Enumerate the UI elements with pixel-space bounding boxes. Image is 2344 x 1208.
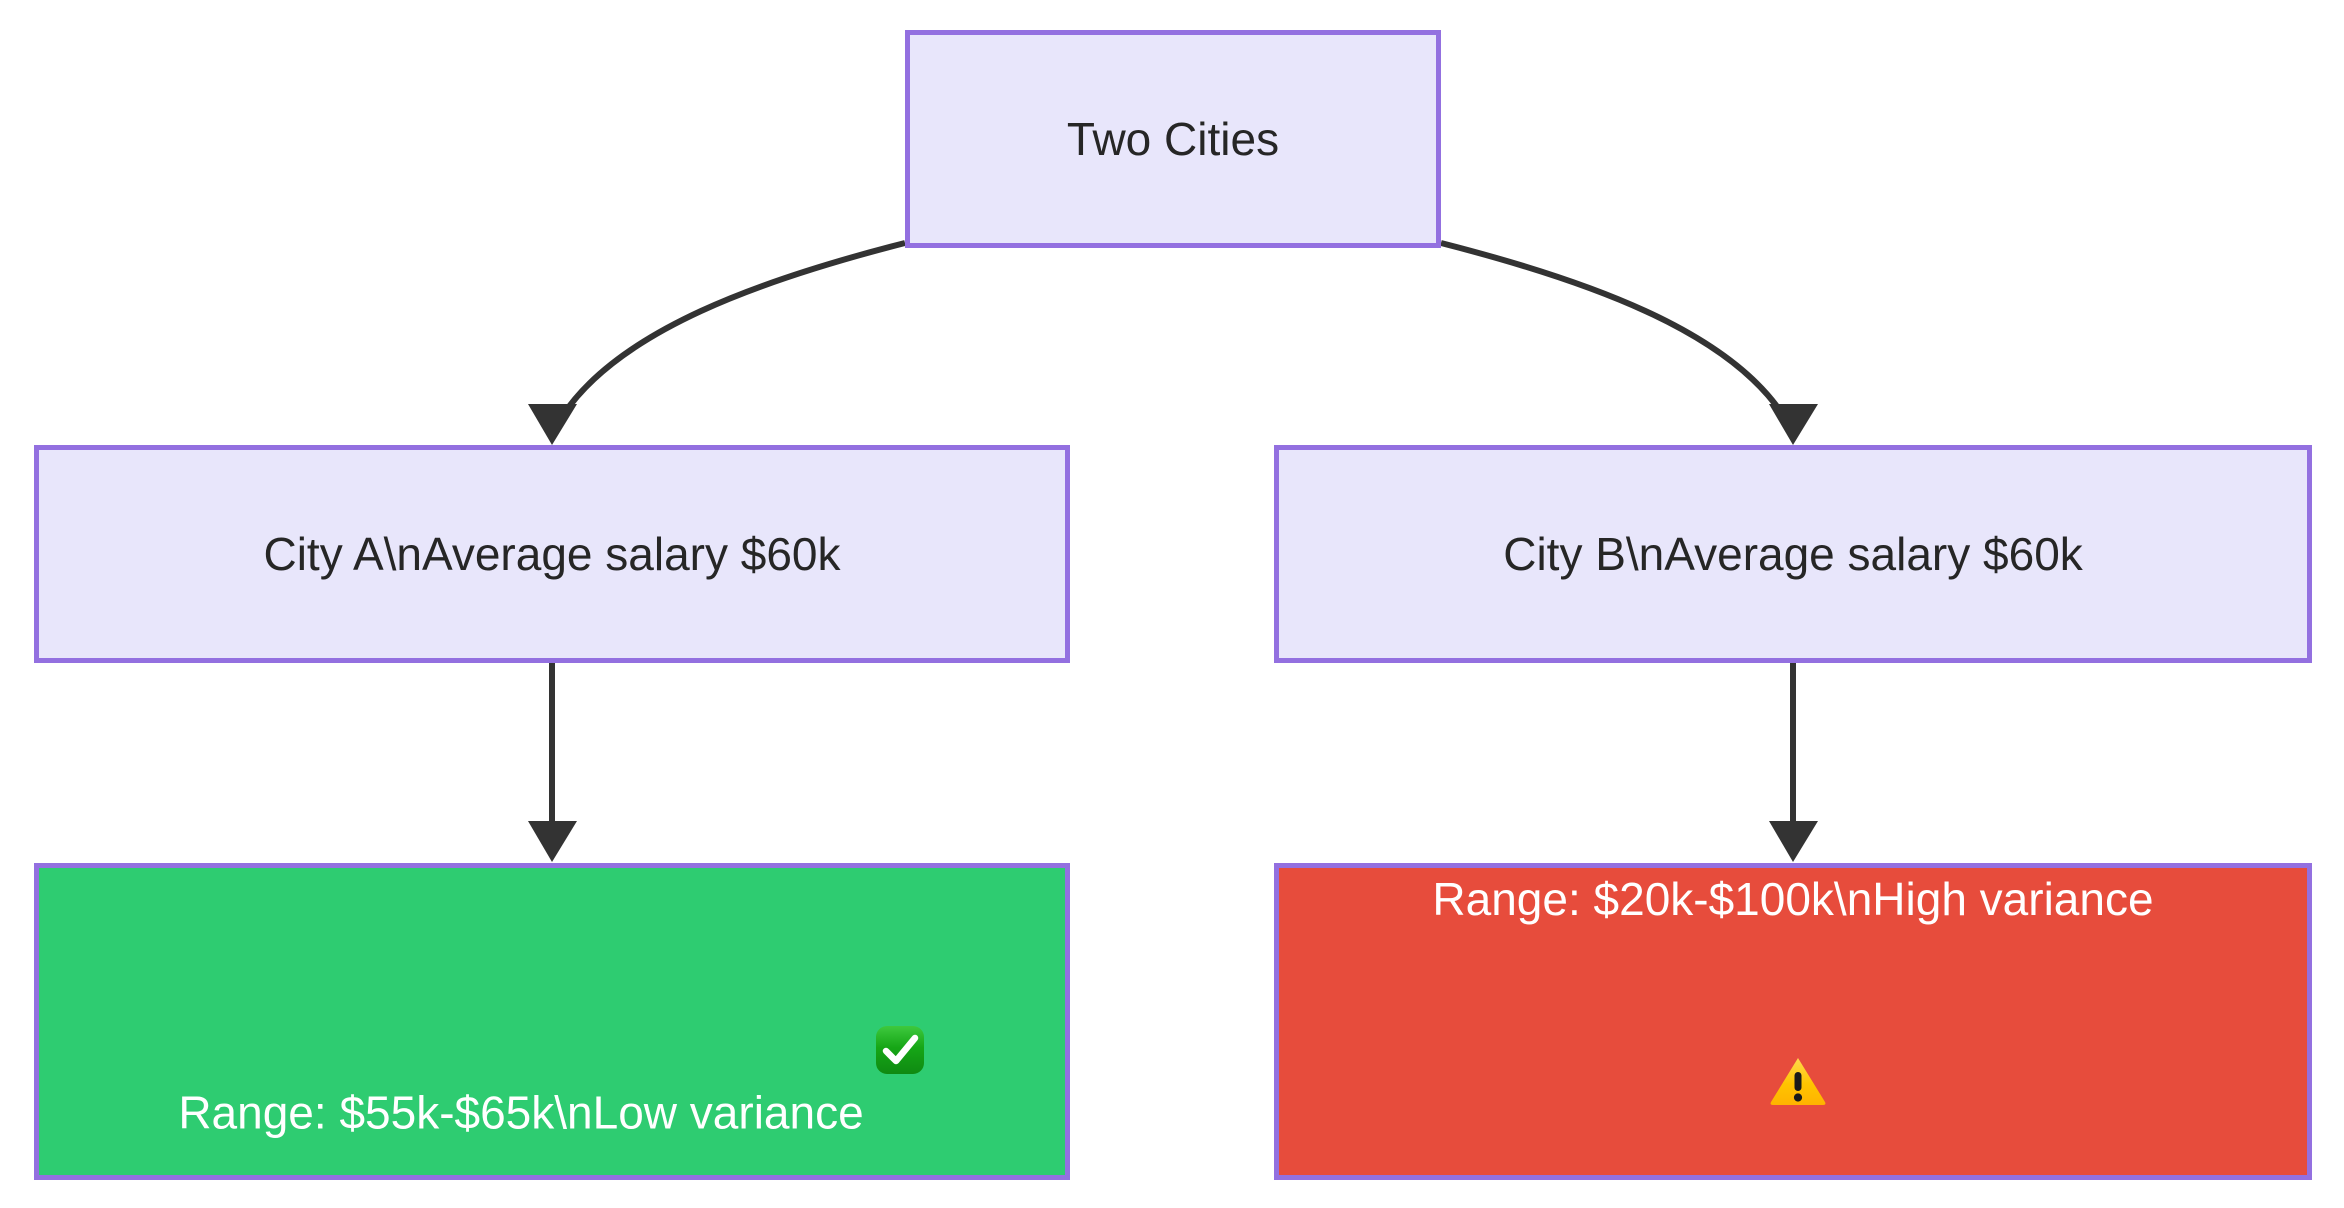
node-city-a-label: City A\nAverage salary $60k — [263, 527, 841, 580]
node-range-low-variance[interactable]: Range: $55k-$65k\nLow variance — [34, 863, 1070, 1180]
node-range-high-variance[interactable]: Range: $20k-$100k\nHigh variance — [1274, 863, 2312, 1180]
node-two-cities[interactable]: Two Cities — [905, 30, 1441, 248]
edge-city-b-to-range-b — [1769, 663, 1818, 862]
node-city-b-label: City B\nAverage salary $60k — [1503, 527, 2083, 580]
node-range-high-variance-label: Range: $20k-$100k\nHigh variance — [1399, 868, 2187, 1174]
edge-root-to-city-a — [528, 240, 906, 445]
edge-city-a-to-range-a — [528, 663, 577, 862]
node-range-low-variance-label: Range: $55k-$65k\nLow variance — [164, 899, 939, 1143]
warning-icon — [1769, 930, 1827, 1105]
edge-root-to-city-b — [1440, 240, 1818, 445]
node-city-b[interactable]: City B\nAverage salary $60k — [1274, 445, 2312, 663]
node-range-low-variance-text: Range: $55k-$65k\nLow variance — [178, 1086, 864, 1139]
node-city-a[interactable]: City A\nAverage salary $60k — [34, 445, 1070, 663]
node-range-high-variance-text: Range: $20k-$100k\nHigh variance — [1432, 873, 2154, 926]
white-check-mark-icon — [874, 899, 926, 1074]
node-two-cities-label: Two Cities — [1066, 112, 1280, 165]
